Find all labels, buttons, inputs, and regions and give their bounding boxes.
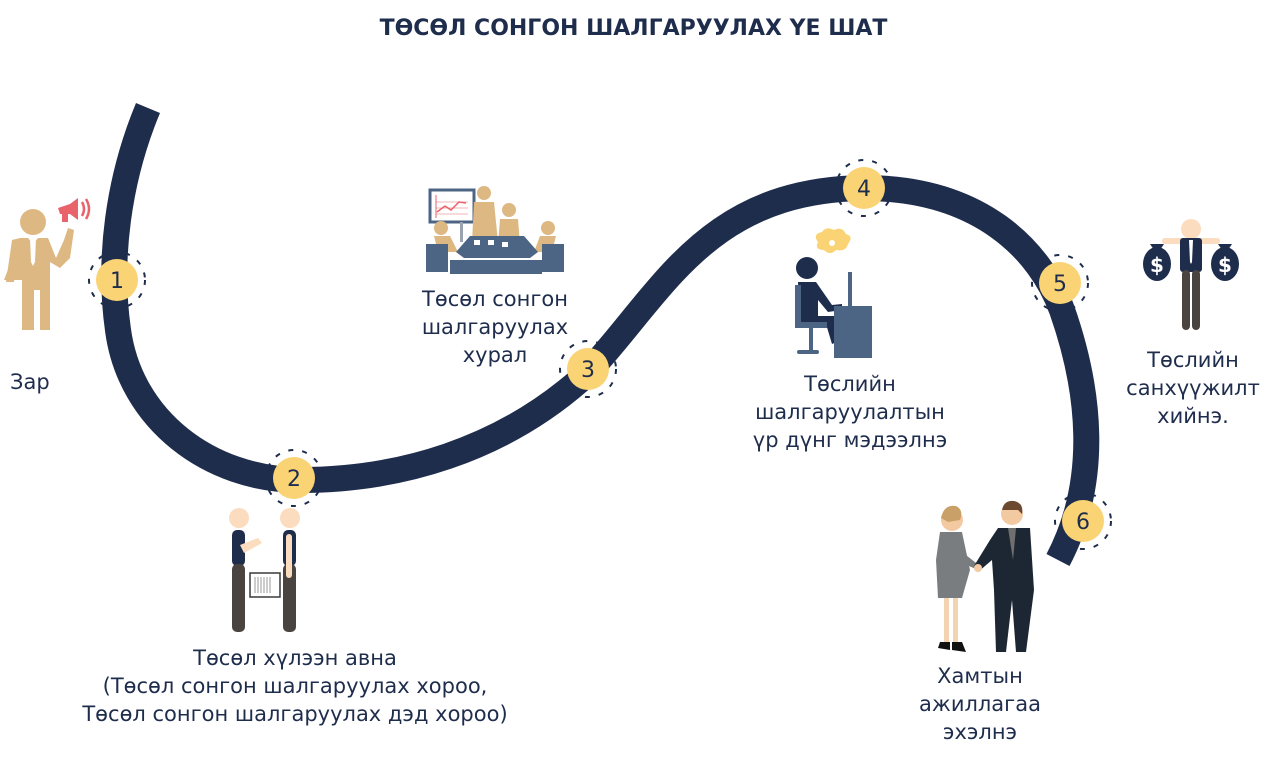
svg-text:$: $ xyxy=(1218,253,1232,277)
label-line: эхэлнэ xyxy=(942,720,1018,744)
document-handover-icon xyxy=(229,508,300,632)
step-marker-3[interactable]: 3 xyxy=(559,340,617,398)
step-label-4: Төслийн шалгаруулалтын үр дүнг мэдээлнэ xyxy=(720,370,980,454)
process-path xyxy=(101,103,1100,567)
step-label-2: Төсөл хүлээн авна (Төсөл сонгон шалгаруу… xyxy=(60,644,530,728)
label-line: хийнэ. xyxy=(1157,404,1229,428)
step-number: 3 xyxy=(581,358,595,383)
label-line: шалгаруулалтын xyxy=(755,400,945,424)
label-line: (Төсөл сонгон шалгаруулах хороо, xyxy=(102,674,488,698)
step-marker-4[interactable]: 4 xyxy=(835,159,893,217)
step-marker-2[interactable]: 2 xyxy=(265,449,323,507)
computer-worker-icon xyxy=(795,228,872,358)
label-line: Төслийн xyxy=(804,372,896,396)
step-number: 5 xyxy=(1053,272,1067,297)
label-line: Төсөл хүлээн авна xyxy=(193,646,397,670)
handshake-icon xyxy=(936,500,1034,652)
label-line: ажиллагаа xyxy=(919,692,1041,716)
diagram-title: ТӨСӨЛ СОНГОН ШАЛГАРУУЛАХ ҮЕ ШАТ xyxy=(379,16,888,41)
step-number: 2 xyxy=(287,467,301,492)
label-line: хурал xyxy=(462,343,528,367)
label-line: Зар xyxy=(10,370,50,394)
label-line: Хамтын xyxy=(937,664,1023,688)
step-marker-5[interactable]: 5 xyxy=(1031,254,1089,312)
svg-text:$: $ xyxy=(1150,253,1164,277)
label-line: шалгаруулах xyxy=(421,315,569,339)
step-number: 6 xyxy=(1076,510,1090,535)
label-line: Төсөл сонгон шалгаруулах дэд хороо) xyxy=(82,702,508,726)
megaphone-person-icon xyxy=(4,198,91,330)
step-label-5: Төслийн санхүүжилт хийнэ. xyxy=(1118,346,1267,430)
step-label-1: Зар xyxy=(10,368,50,396)
label-line: санхүүжилт xyxy=(1126,376,1260,400)
label-line: Төсөл сонгон xyxy=(422,287,568,311)
meeting-icon xyxy=(426,186,564,274)
label-line: үр дүнг мэдээлнэ xyxy=(752,428,948,452)
money-bags-person-icon: $ $ xyxy=(1143,219,1239,330)
step-number: 4 xyxy=(857,177,871,202)
step-number: 1 xyxy=(110,269,124,294)
step-marker-1[interactable]: 1 xyxy=(88,251,146,309)
label-line: Төслийн xyxy=(1147,348,1239,372)
step-marker-6[interactable]: 6 xyxy=(1054,492,1112,550)
step-label-6: Хамтын ажиллагаа эхэлнэ xyxy=(905,662,1055,746)
step-label-3: Төсөл сонгон шалгаруулах хурал xyxy=(400,285,590,369)
